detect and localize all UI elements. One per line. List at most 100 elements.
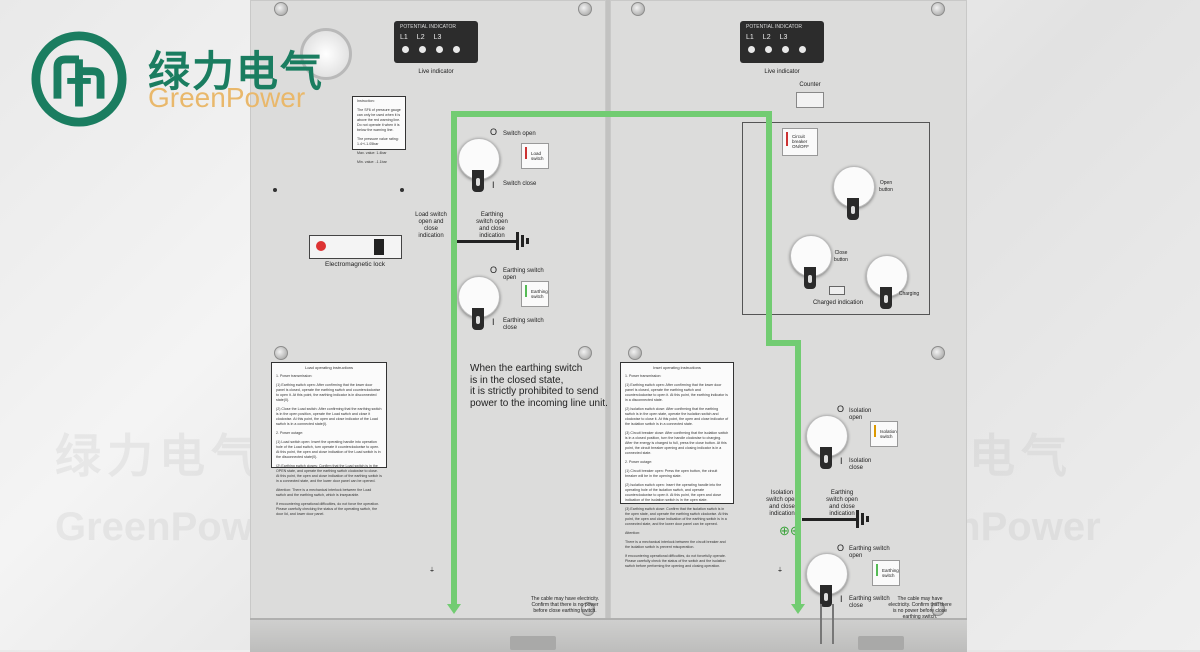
screw [581, 602, 595, 616]
load-switch-tag-label: Load switch [531, 151, 544, 161]
phase-led [748, 46, 755, 53]
ground-symbol [526, 238, 529, 244]
charged-indicator-window [829, 286, 845, 295]
load-switch-tag: Load switch [521, 143, 549, 169]
instruction-line: (2) Close the Load switch: After confirm… [276, 407, 382, 426]
cable-notice-right: The cable may have electricity. Confirm … [888, 596, 952, 620]
warning-line: power to the incoming line unit. [470, 397, 608, 409]
live-indicator-right: POTENTIAL INDICATOR L1 L2 L3 [740, 21, 824, 63]
ground-symbol [521, 235, 524, 247]
arrow-down-icon [874, 425, 876, 437]
isolation-switch-handle[interactable] [820, 447, 832, 469]
dot [273, 188, 277, 192]
watermark-cn: 绿力电气 [55, 430, 263, 482]
warning-line: it is strictly prohibited to send [470, 386, 599, 397]
circuit-breaker-tag: Circuit breaker ON/OFF [782, 128, 818, 156]
instruction-line: If encountering operational difficulties… [625, 554, 726, 568]
instruction-line: (2) Isolation switch close: After confir… [625, 407, 729, 426]
phase-led [419, 46, 426, 53]
arrow-down-icon [791, 604, 805, 614]
screw [931, 346, 945, 360]
screw [578, 2, 592, 16]
instruction-line: 2. Power outage: [276, 431, 304, 435]
earth-symbol-right: ⏚ [776, 568, 783, 574]
warning-line: is in the closed state, [470, 374, 564, 386]
phase-led [436, 46, 443, 53]
instruction-line: (1) Earthing switch open: After confirmi… [625, 383, 728, 402]
earthing-bus-bar [456, 240, 516, 243]
earthing-switch-open-label: Earthing switch open [503, 268, 544, 281]
instruction-line: 1. Power transmission: [276, 374, 313, 378]
phase-label: L2 [762, 34, 771, 41]
instruction-line: (3) Earthing switch close: Confirm that … [625, 507, 729, 526]
cable-notice-left: The cable may have electricity. Confirm … [530, 596, 600, 614]
phase-label: L1 [746, 34, 754, 41]
instruction-line: (1) Circuit breaker open: Press the open… [625, 469, 718, 478]
ground-symbol [516, 232, 519, 250]
mimic-line [451, 111, 771, 117]
mimic-line [451, 111, 457, 609]
isolation-switch-tag-label: Isolation switch [880, 429, 897, 439]
load-switch-open-label: Switch open [503, 131, 536, 137]
charging-handle[interactable] [880, 287, 892, 309]
instructions-title: Inset operating instructions [653, 365, 701, 370]
live-indicator-label: Live indicator [764, 69, 800, 75]
instruction-line: (2) Earthing switch closes: Confirm that… [276, 464, 382, 483]
instruction-line: (1) Load switch open: Insert the operati… [276, 440, 381, 459]
load-switch-indication-label: Load switch open and close indication [415, 212, 447, 239]
pressure-gauge [300, 28, 352, 80]
brand-name-cn: 绿力电气 [148, 48, 325, 95]
earthing-switch-handle-right[interactable] [820, 585, 832, 607]
earthing-switch-close-label: Earthing switch close [503, 318, 544, 331]
arrow-down-icon [876, 564, 878, 576]
inset-operating-instructions: Inset operating instructions 1. Power tr… [620, 362, 734, 568]
cabinet-base [250, 618, 967, 652]
phase-label: L1 [400, 34, 408, 41]
electromagnetic-lock[interactable] [309, 235, 402, 259]
screw [931, 602, 945, 616]
electromagnetic-lock-label: Electromagnetic lock [325, 261, 385, 268]
arrow-down-icon [525, 285, 527, 297]
close-button-handle[interactable] [804, 267, 816, 289]
load-operating-instructions: Load operating instructions 1. Power tra… [271, 362, 387, 516]
charging-label: Charging [898, 291, 920, 297]
dot [400, 188, 404, 192]
isolation-switch-pos-open: O [837, 404, 845, 414]
test-button[interactable] [799, 46, 806, 53]
open-button-handle[interactable] [847, 198, 859, 220]
right-cabinet-panel [610, 0, 967, 650]
charged-indication-label: Charged indication [812, 300, 864, 306]
counter-label: Counter [799, 82, 821, 88]
earth-symbol-left: ⏚ [428, 568, 435, 574]
close-button-knob[interactable] [790, 235, 832, 277]
earthing-switch-pos-open-right: O [837, 543, 845, 553]
phase-led [782, 46, 789, 53]
screw [274, 346, 288, 360]
earthing-switch-pos-close: I [492, 317, 495, 327]
live-indicator-label: Live indicator [418, 69, 454, 75]
earthing-switch-tag-label: Earthing switch [531, 289, 548, 299]
phase-label: L3 [433, 34, 442, 41]
live-indicator-header: POTENTIAL INDICATOR [400, 24, 457, 30]
load-switch-pos-open: O [490, 127, 498, 137]
arrow-down-icon [447, 604, 461, 614]
screw [628, 346, 642, 360]
operation-counter [796, 92, 824, 108]
load-switch-handle[interactable] [472, 170, 484, 192]
instruction-line: 2. Power outage: [625, 460, 653, 464]
instruction-line: Min. value: -1.1bar [357, 160, 387, 164]
instruction-line: Attention: There is a mechanical interlo… [276, 488, 372, 497]
earthing-switch-pos-close-right: I [840, 594, 843, 604]
earthing-switch-tag: Earthing switch [521, 281, 549, 307]
test-button[interactable] [453, 46, 460, 53]
panel-seam [606, 0, 610, 650]
phase-led [402, 46, 409, 53]
phase-label: L3 [779, 34, 788, 41]
live-indicator-left: POTENTIAL INDICATOR L1 L2 L3 [394, 21, 478, 63]
screw [578, 346, 592, 360]
instruction-line: (2) Isolation switch open: Insert the op… [625, 483, 722, 502]
screw [274, 2, 288, 16]
instruction-line: (1) Earthing switch open: After confirmi… [276, 383, 381, 402]
earthing-switch-handle[interactable] [472, 308, 484, 330]
brand-name-en: GreenPower [148, 82, 306, 113]
